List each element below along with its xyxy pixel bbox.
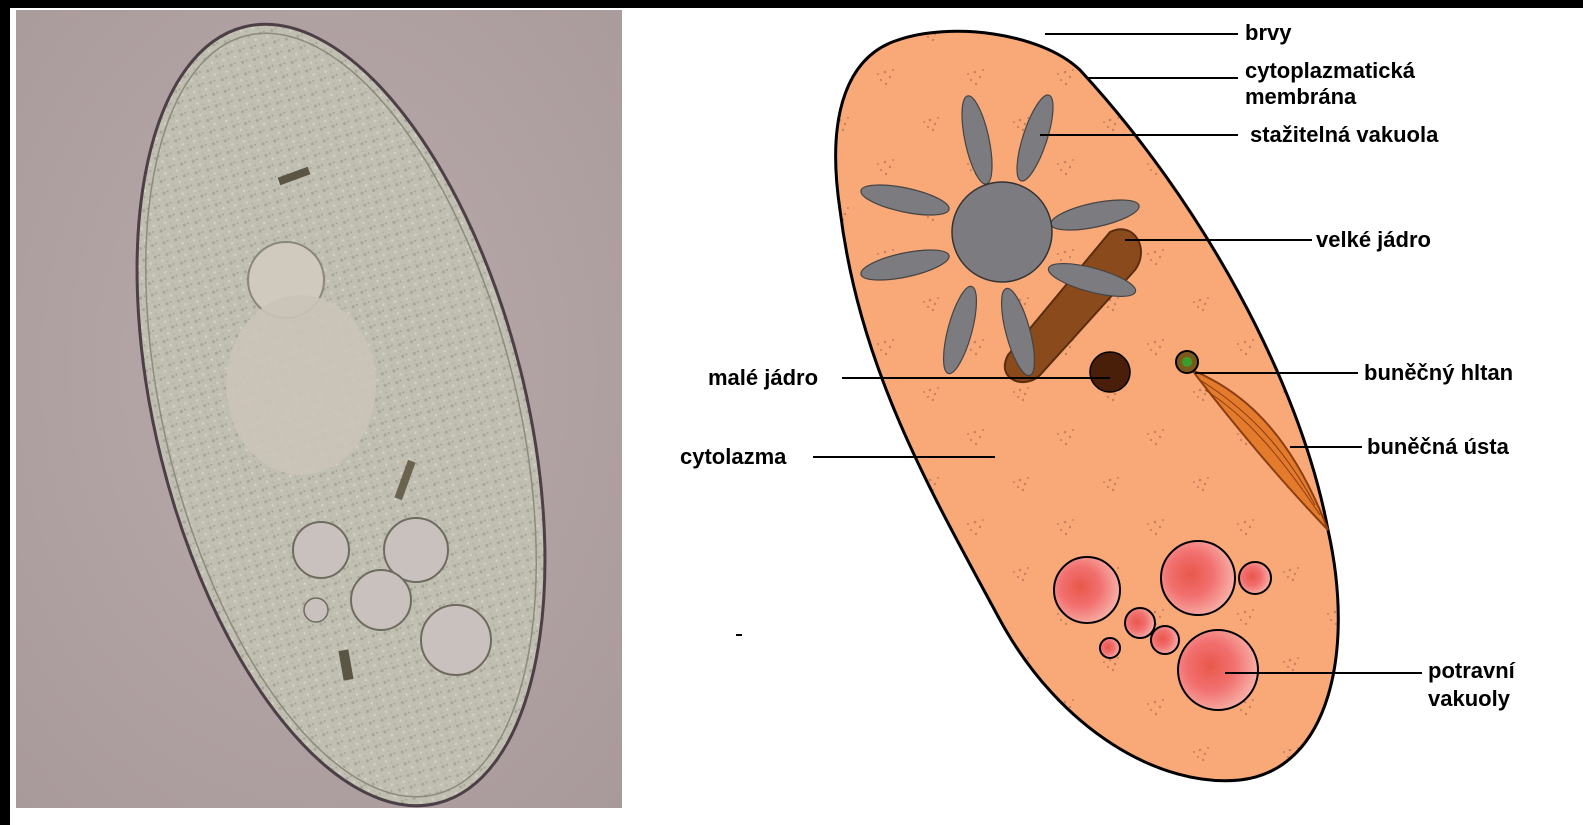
food-vacuole [1178,630,1258,710]
label-food-vacuoles-line2: vakuoly [1428,686,1511,711]
food-vacuole [1100,638,1120,658]
photo-food-vacuole [293,522,349,578]
food-vacuole [1125,608,1155,638]
food-vacuole [1239,562,1271,594]
label-micronucleus: malé jádro [708,365,818,390]
label-cell-mouth: buněčná ústa [1367,434,1510,459]
label-cytopharynx: buněčný hltan [1364,360,1513,385]
photo-food-vacuole [304,598,328,622]
food-vacuole [1161,541,1235,615]
label-cytoplasm: cytolazma [680,444,787,469]
label-membrane-line2: membrána [1245,84,1357,109]
cytopharynx-center [1182,357,1192,367]
photo-macronucleus [226,295,376,475]
paramecium-micrograph [16,10,622,808]
contractile-vacuole-center [952,182,1052,282]
photo-food-vacuole [351,570,411,630]
label-contractile-vacuole: stažitelná vakuola [1250,122,1439,147]
label-macronucleus: velké jádro [1316,227,1431,252]
label-cilia: brvy [1245,20,1292,45]
food-vacuole [1151,626,1179,654]
photo-food-vacuole [421,605,491,675]
paramecium-diagram: brvy cytoplazmatická membrána stažitelná… [640,10,1580,822]
label-food-vacuoles-line1: potravní [1428,658,1516,683]
label-membrane-line1: cytoplazmatická [1245,58,1416,83]
micronucleus [1090,352,1130,392]
food-vacuole [1054,557,1120,623]
